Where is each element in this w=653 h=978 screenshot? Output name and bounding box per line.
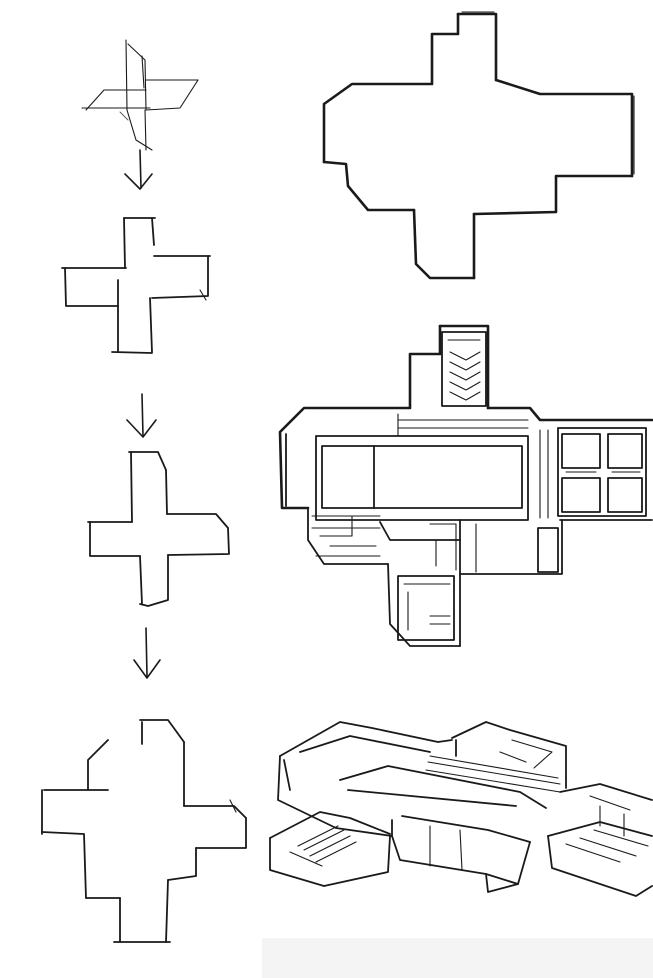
arrow-down-3 <box>133 627 161 679</box>
axonometric-view <box>269 721 653 897</box>
bottom-gray-band <box>262 938 653 978</box>
floor-plan <box>278 324 653 647</box>
cross-sketch-3 <box>87 451 230 607</box>
cross-sketch-1 <box>81 39 199 151</box>
arrow-down-2 <box>126 393 157 438</box>
cross-sketch-2 <box>61 217 211 354</box>
cross-sketch-4 <box>41 719 247 943</box>
building-outline <box>322 11 635 280</box>
arrow-down-1 <box>124 149 153 190</box>
